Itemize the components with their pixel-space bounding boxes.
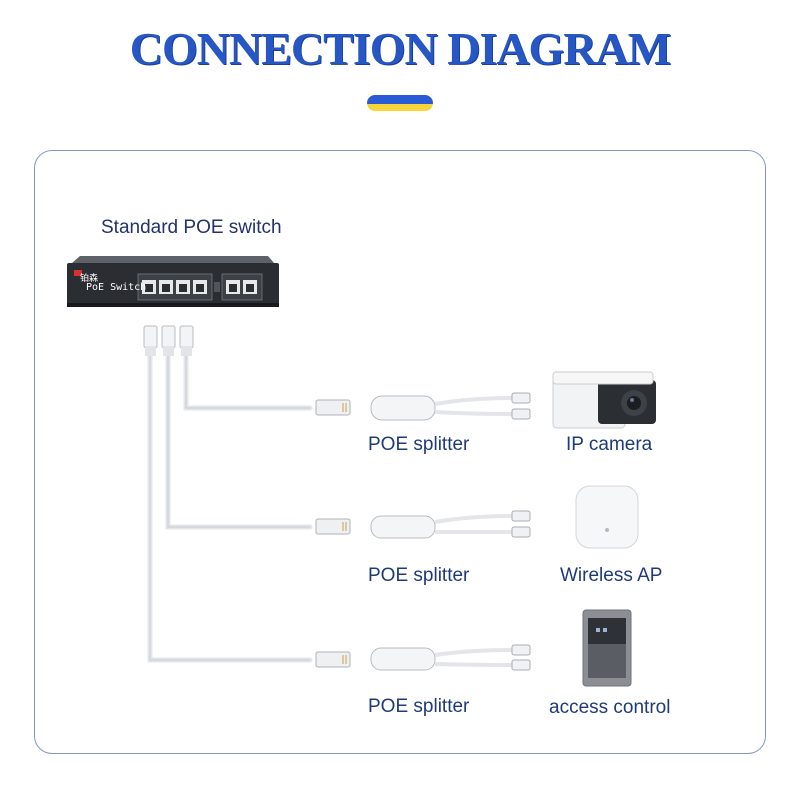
rj45-plug-icon	[143, 325, 194, 356]
title-accent-bar	[367, 95, 433, 111]
diagram-title: CONNECTION DIAGRAM	[129, 23, 671, 74]
switch-name-label: PoE Switch	[86, 282, 147, 293]
switch-brand-label: 铂森	[80, 274, 99, 284]
splitter-label-2: POE splitter	[368, 565, 470, 586]
splitter-label-3: POE splitter	[368, 696, 470, 717]
device-label-ip-camera: IP camera	[566, 434, 653, 455]
ip-camera-icon	[552, 371, 656, 429]
poe-splitter-icon	[370, 395, 436, 671]
device-label-access-control: access control	[549, 697, 671, 718]
access-control-icon	[582, 609, 632, 687]
wireless-ap-icon	[575, 485, 639, 549]
poe-switch-icon	[67, 256, 279, 307]
device-label-wireless-ap: Wireless AP	[560, 565, 663, 586]
splitter-label-1: POE splitter	[368, 434, 470, 455]
switch-caption: Standard POE switch	[101, 217, 282, 238]
